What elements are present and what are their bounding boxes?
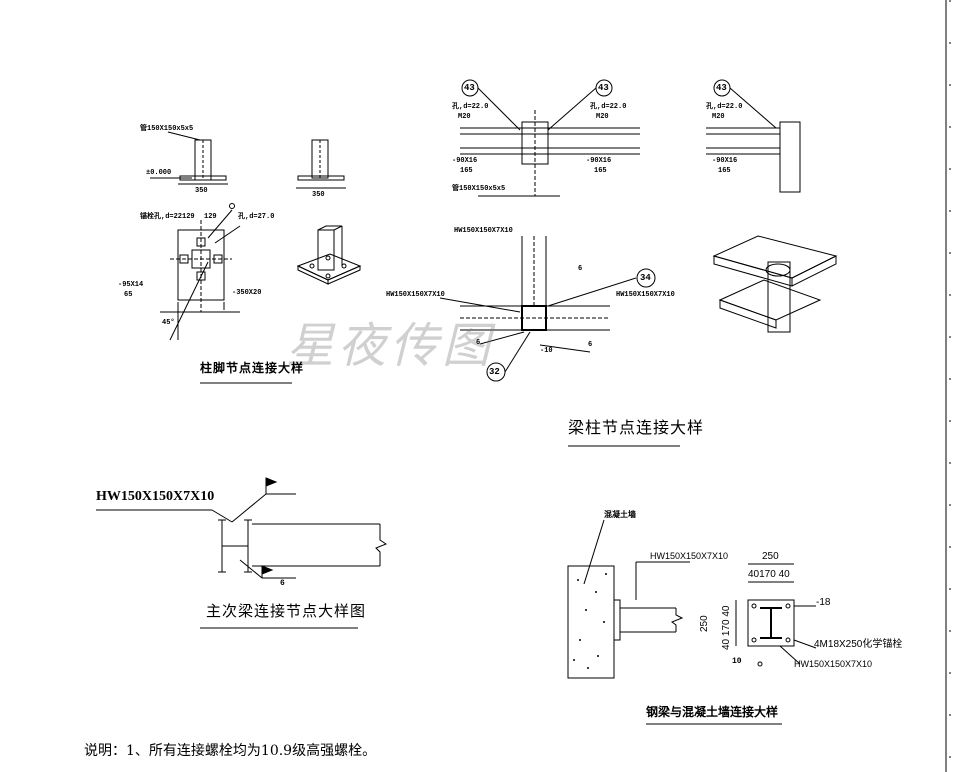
main-secondary-beam-detail [96,477,388,579]
weld-6-a: 6 [578,265,583,273]
bolt-c: M20 [712,113,725,121]
elevation-label: ±0.000 [146,169,172,177]
dim-250-v: 250 [699,615,710,632]
dim-129-a: 129 [182,213,195,221]
column-base-plan [160,203,241,341]
column-label: 管150X150x5x5 [140,125,194,133]
beam-column-plan [439,236,656,382]
hw-main-label: HW150X150X7X10 [96,489,215,504]
beam-column-elevation-2 [706,79,801,193]
general-note: 说明：1、所有连接螺栓均为10.9级高强螺栓。 [84,743,377,759]
angle-45: 45° [162,319,175,327]
bubble-34: 34 [640,273,651,283]
dim-165-a: 165 [460,167,473,175]
hole-c: 孔,d=22.0 [706,103,743,111]
column-base-side-view [296,139,346,189]
dim-165-b: 165 [594,167,607,175]
anchor-hole-label: 锚栓孔,d=22 [140,213,183,221]
weld-6-b: 6 [476,339,481,347]
hw-left-label: HW150X150X7X10 [386,291,445,299]
dim-65: 65 [124,291,133,299]
plate-10: -10 [540,347,553,355]
hw-right-label: HW150X150X7X10 [616,291,675,299]
dim-350-side: 350 [312,191,325,199]
bubble-43-c: 43 [716,83,727,93]
wall-label: 混凝土墙 [604,511,636,520]
chemical-bolts: 4M18X250化学锚栓 [814,639,903,650]
main-secondary-title: 主次梁连接节点大样图 [206,602,367,620]
bolt-a: M20 [458,113,471,121]
plate-label: -350X20 [232,289,262,297]
weld-10: 10 [732,657,742,666]
dim-350-a: 350 [195,187,208,195]
hole-label: 孔,d=27.0 [238,213,275,221]
plate-b: -90X16 [586,157,612,165]
bubble-32: 32 [489,367,500,377]
hw-top-label: HW150X150X7X10 [454,227,513,235]
dim-250-h: 250 [762,551,779,562]
steel-concrete-detail [567,519,817,679]
bubble-43-b: 43 [598,83,609,93]
watermark: 星夜传图 [286,318,495,374]
bubble-43-a: 43 [464,83,475,93]
plate-c: -90X16 [712,157,738,165]
beam-column-isometric [712,235,838,333]
stiffener-label: -95X14 [118,281,144,289]
column-base-isometric [296,225,362,285]
weld-6-c: 6 [588,341,593,349]
hw-sc-label: HW150X150X7X10 [650,551,729,561]
column-base-elevation [150,131,228,185]
column-base-title: 柱脚节点连接大样 [200,361,305,375]
weld-6-main: 6 [280,579,285,588]
tube-label: 管150X150x5x5 [452,185,506,193]
beam-column-elevation-1 [460,79,640,197]
hole-b: 孔,d=22.0 [590,103,627,111]
bolt-b: M20 [596,113,609,121]
plate-a: -90X16 [452,157,478,165]
dim-40-170-40: 40170 40 [748,569,790,580]
hw-sc-label-2: HW150X150X7X10 [794,659,873,669]
plate-18: -18 [816,597,831,608]
beam-column-title: 梁柱节点连接大样 [568,418,705,437]
dim-165-c: 165 [718,167,731,175]
hole-a: 孔,d=22.0 [452,103,489,111]
steel-concrete-title: 钢梁与混凝土墙连接大样 [646,705,779,719]
dim-129-b: 129 [204,213,217,221]
dim-v-40-170-40: 40 170 40 [721,605,732,651]
